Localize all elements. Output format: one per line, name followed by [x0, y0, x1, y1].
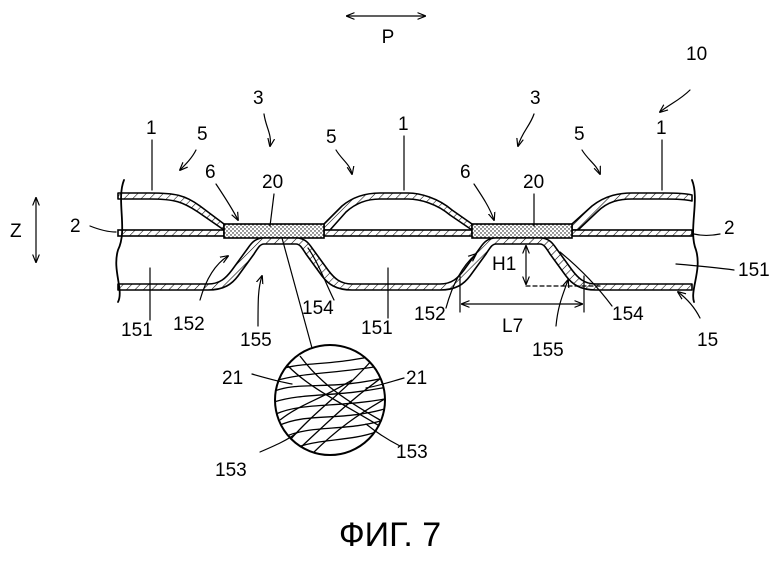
leader-20a	[270, 194, 274, 226]
leader-10	[660, 90, 690, 112]
leader-5b	[336, 150, 352, 174]
label-15: 15	[697, 330, 718, 351]
label-155a: 155	[240, 330, 272, 351]
label-2b: 2	[724, 218, 735, 239]
right-edge-line	[692, 180, 698, 302]
middle-sheet-2a	[118, 230, 224, 236]
label-3b: 3	[530, 88, 541, 109]
bond-region-20a	[224, 224, 324, 238]
leader-155a	[258, 276, 262, 326]
label-h1: H1	[492, 254, 516, 275]
label-151c: 151	[738, 260, 770, 281]
label-1a: 1	[146, 118, 157, 139]
label-5a: 5	[197, 124, 208, 145]
middle-sheet-2c	[572, 230, 692, 236]
label-21b: 21	[406, 368, 427, 389]
label-153a: 153	[215, 460, 247, 481]
label-3a: 3	[253, 88, 264, 109]
label-1b: 1	[398, 114, 409, 135]
label-20a: 20	[262, 172, 283, 193]
leader-3b	[518, 114, 534, 146]
leader-6b	[474, 184, 494, 220]
leader-5a	[180, 150, 196, 170]
label-6a: 6	[205, 162, 216, 183]
label-10: 10	[686, 44, 707, 65]
label-153b: 153	[396, 442, 428, 463]
label-151a: 151	[121, 320, 153, 341]
leader-6a	[216, 184, 238, 220]
leader-2b	[694, 234, 720, 236]
bond-region-20b	[472, 224, 572, 238]
label-1c: 1	[656, 118, 667, 139]
middle-sheet-2b	[324, 230, 472, 236]
leader-2a	[90, 226, 116, 232]
figure-caption: ФИГ. 7	[339, 516, 441, 554]
label-p: P	[382, 27, 395, 48]
leader-15	[678, 292, 700, 318]
label-154a: 154	[302, 298, 334, 319]
label-2a: 2	[70, 216, 81, 237]
leader-5c	[582, 150, 600, 174]
label-20b: 20	[523, 172, 544, 193]
label-6b: 6	[460, 162, 471, 183]
top-sheet-1	[118, 193, 692, 230]
label-z: Z	[10, 221, 22, 242]
leader-3a	[264, 114, 270, 146]
label-l7: L7	[502, 316, 523, 337]
label-154b: 154	[612, 304, 644, 325]
label-151b: 151	[361, 318, 393, 339]
label-155b: 155	[532, 340, 564, 361]
leader-151c	[676, 264, 734, 270]
leader-155b	[556, 280, 568, 326]
label-152a: 152	[173, 314, 205, 335]
label-5c: 5	[574, 124, 585, 145]
label-152b: 152	[414, 304, 446, 325]
label-21a: 21	[222, 368, 243, 389]
label-5b: 5	[326, 127, 337, 148]
bottom-sheet-15	[118, 238, 692, 290]
